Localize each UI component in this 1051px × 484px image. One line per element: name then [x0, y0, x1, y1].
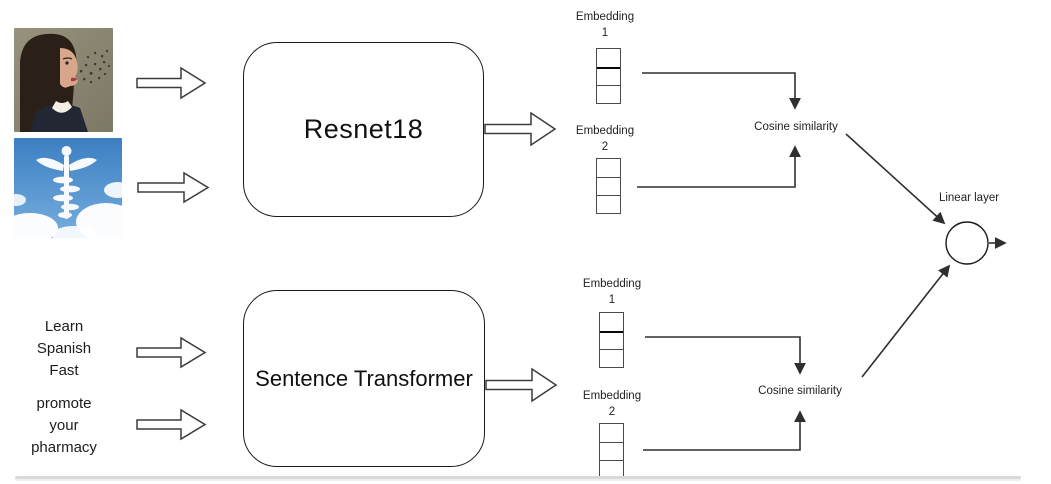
linear-layer-label: Linear layer: [938, 192, 1000, 204]
embedding2-bottom-label-index: 2: [608, 405, 616, 418]
vector-cell: [600, 442, 623, 460]
cosine-similarity-bottom-label: Cosine similarity: [758, 385, 842, 397]
vector-cell: [600, 313, 623, 331]
embedding2-top-label-index: 2: [601, 140, 609, 153]
flow-arrow-icon-image2: [137, 171, 210, 204]
flow-arrow-icon-image1: [136, 66, 207, 100]
connector-embedding1-top-to-cosine: [642, 72, 801, 110]
embedding2-bottom-label: Embedding 2: [570, 389, 654, 420]
flow-arrow-icon-resnet-out: [484, 111, 557, 147]
bottom-divider-rule: [15, 476, 1021, 479]
vector-cell: [597, 67, 620, 85]
embedding1-bottom-label-word: Embedding: [582, 278, 642, 290]
text-input-1: Learn Spanish Fast: [36, 318, 92, 379]
embedding1-top-label: Embedding 1: [563, 10, 647, 41]
flying-letters-specks: [79, 49, 111, 84]
connector-embedding2-top-to-cosine: [637, 145, 801, 188]
bottom-divider-rule-soft: [15, 479, 1021, 481]
embedding1-top-label-word: Embedding: [575, 11, 635, 23]
sentence-transformer-box: Sentence Transformer: [243, 290, 485, 467]
embedding2-top-label: Embedding 2: [563, 124, 647, 155]
embedding1-bottom-label-index: 1: [608, 293, 616, 306]
connector-embedding1-bottom-to-cosine: [645, 336, 806, 375]
embedding2-top-vector: [596, 158, 621, 214]
embedding2-bottom-label-word: Embedding: [582, 390, 642, 402]
vector-cell: [597, 49, 620, 67]
caduceus-clouds-image-art: [14, 138, 122, 238]
vector-cell: [600, 349, 623, 367]
vector-cell: [597, 159, 620, 177]
embedding2-top-label-word: Embedding: [575, 125, 635, 137]
resnet18-label: Resnet18: [303, 114, 424, 144]
woman-speaking-image-art: [14, 28, 113, 132]
resnet18-box: Resnet18: [243, 42, 484, 217]
vector-cell: [600, 424, 623, 442]
woman-speaking-image: [14, 28, 113, 132]
clouds: [14, 182, 122, 238]
connector-cosine-top-to-linear: [845, 133, 946, 225]
embedding1-bottom-vector: [599, 312, 624, 368]
vector-cell: [600, 460, 623, 478]
caduceus-symbol: [36, 146, 97, 219]
embedding2-bottom-vector: [599, 423, 624, 479]
text-input-2: promote your pharmacy: [31, 395, 97, 456]
flow-arrow-icon-text2: [136, 408, 207, 441]
vector-cell: [597, 177, 620, 195]
flow-arrow-icon-text1: [136, 336, 207, 369]
embedding1-top-label-index: 1: [601, 26, 609, 39]
sentence-transformer-label: Sentence Transformer: [255, 365, 473, 391]
connector-cosine-bottom-to-linear: [861, 264, 951, 378]
vector-cell: [597, 195, 620, 213]
embedding1-top-vector: [596, 48, 621, 104]
embedding1-bottom-label: Embedding 1: [570, 277, 654, 308]
flow-arrow-icon-st-out: [485, 367, 558, 403]
connector-embedding2-bottom-to-cosine: [643, 410, 806, 451]
vector-cell: [600, 331, 623, 349]
vector-cell: [597, 85, 620, 103]
caduceus-clouds-image: [14, 138, 122, 238]
cosine-similarity-top-label: Cosine similarity: [754, 121, 838, 133]
linear-layer-node: [945, 221, 989, 265]
